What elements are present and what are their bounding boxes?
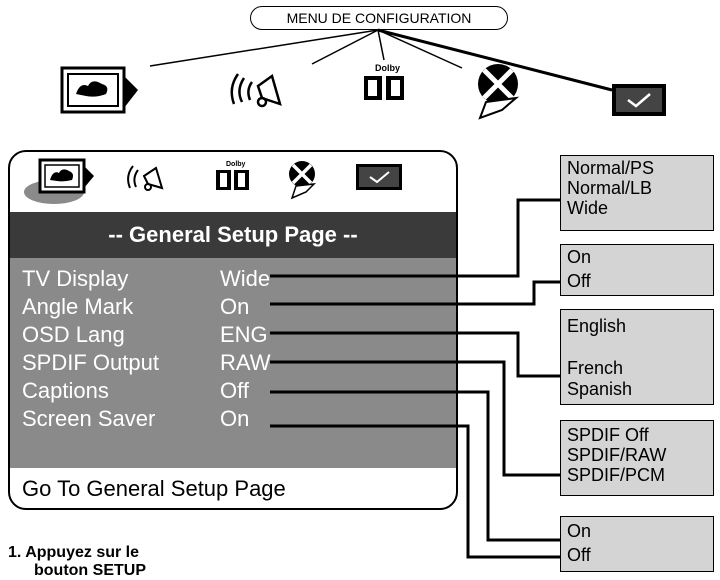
dolby-icon: Dolby <box>216 161 249 190</box>
page-title: -- General Setup Page -- <box>10 212 456 258</box>
setting-label: TV Display <box>22 266 129 291</box>
checkmark-icon <box>356 164 402 190</box>
audio-speaker-icon <box>230 73 282 108</box>
osd-language-options: English French Spanish <box>560 309 714 405</box>
setting-label: SPDIF Output <box>22 350 159 375</box>
option-item[interactable]: French <box>567 358 624 378</box>
tv-display-options: Normal/PS Normal/LB Wide <box>560 155 714 231</box>
captions-screensaver-options: On Off <box>560 516 714 572</box>
option-item[interactable]: Off <box>567 545 591 565</box>
option-item[interactable]: SPDIF Off <box>567 425 649 445</box>
panel-icon-bar: Dolby <box>24 158 402 204</box>
film-reel-icon <box>478 64 520 120</box>
top-icons-diagram: Dolby <box>60 28 666 120</box>
option-item[interactable]: Wide <box>567 198 609 218</box>
audio-speaker-icon <box>127 165 164 191</box>
option-item[interactable]: SPDIF/RAW <box>567 445 667 465</box>
instruction-step: 1. Appuyez sur le bouton SETUP <box>8 544 146 580</box>
setting-label: OSD Lang <box>22 322 125 347</box>
instruction-line: 1. Appuyez sur le <box>8 544 139 561</box>
panel-footer-status: Go To General Setup Page <box>22 476 286 501</box>
setting-value: ENG <box>220 322 268 347</box>
film-reel-icon <box>289 161 317 200</box>
option-item[interactable]: Normal/LB <box>567 178 653 198</box>
option-spacer <box>567 337 707 358</box>
option-item[interactable]: Normal/PS <box>567 158 655 178</box>
option-item[interactable]: On <box>567 247 592 267</box>
setting-value: On <box>220 406 250 431</box>
spdif-output-options: SPDIF Off SPDIF/RAW SPDIF/PCM <box>560 420 714 496</box>
option-item[interactable]: SPDIF/PCM <box>567 465 666 485</box>
title-connector-lines <box>149 28 613 92</box>
instruction-line: bouton SETUP <box>34 562 146 579</box>
setup-menu-panel: Dolby -- General Setup Page -- TV Displa… <box>8 150 458 510</box>
option-item[interactable]: Spanish <box>567 379 633 399</box>
checkmark-icon <box>612 84 666 116</box>
setting-value: RAW <box>220 350 271 375</box>
svg-text:Dolby: Dolby <box>375 63 400 73</box>
setting-value: On <box>220 294 250 319</box>
option-item[interactable]: On <box>567 521 592 541</box>
option-item[interactable]: Off <box>567 271 591 291</box>
angle-mark-options: On Off <box>560 244 714 296</box>
svg-text:Dolby: Dolby <box>226 161 246 168</box>
menu-title: MENU DE CONFIGURATION <box>250 6 508 30</box>
tv-display-icon <box>38 158 94 194</box>
tv-display-icon <box>60 66 138 114</box>
setting-label: Captions <box>22 378 109 403</box>
setting-value: Wide <box>220 266 271 291</box>
setting-label: Angle Mark <box>22 294 134 319</box>
option-item[interactable]: English <box>567 316 627 336</box>
setting-label: Screen Saver <box>22 406 156 431</box>
setting-value: Off <box>220 378 249 403</box>
dolby-icon: Dolby <box>364 63 404 100</box>
